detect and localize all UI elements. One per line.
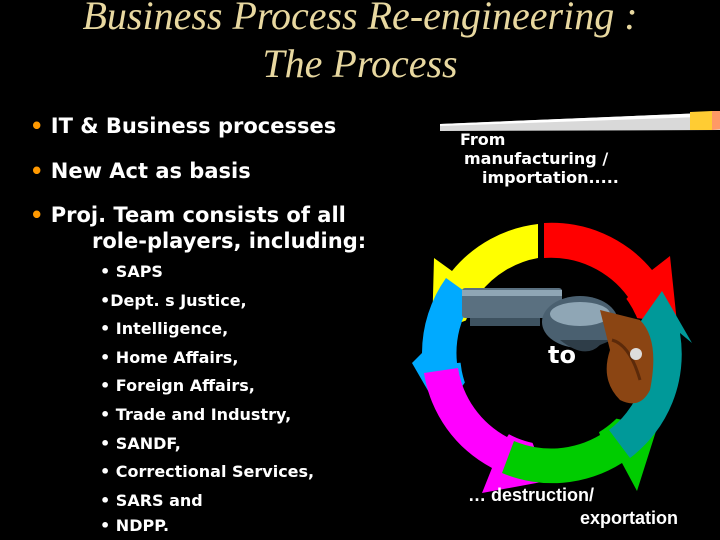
bullet-new-act: • New Act as basis bbox=[30, 159, 251, 183]
slide-title: Business Process Re-engineering : The Pr… bbox=[0, 0, 720, 88]
list-item: • Correctional Services, bbox=[100, 462, 315, 481]
list-item: • SAPS bbox=[100, 262, 163, 281]
list-item: •Dept. s Justice, bbox=[100, 291, 247, 310]
revolver-icon bbox=[462, 288, 654, 404]
list-item: • Trade and Industry, bbox=[100, 405, 292, 424]
list-item: • SARS and bbox=[100, 491, 203, 510]
from-label: From manufacturing / importation..... bbox=[460, 130, 619, 187]
list-item: • Home Affairs, bbox=[100, 348, 239, 367]
list-item: • SANDF, bbox=[100, 434, 181, 453]
to-label: to bbox=[548, 341, 576, 369]
title-line-2: The Process bbox=[262, 41, 458, 86]
list-item: • NDPP. bbox=[100, 516, 170, 535]
list-item: • Foreign Affairs, bbox=[100, 376, 255, 395]
list-item: • Intelligence, bbox=[100, 319, 229, 338]
cycle-arrow-red bbox=[544, 222, 677, 323]
bullet-it-processes: • IT & Business processes bbox=[30, 114, 337, 138]
destination-label: … destruction/ exportation bbox=[468, 485, 678, 528]
bullet-project-team-cont: role-players, including: bbox=[92, 229, 367, 253]
title-line-1: Business Process Re-engineering : bbox=[82, 0, 638, 38]
bullet-project-team: • Proj. Team consists of all bbox=[30, 203, 346, 227]
